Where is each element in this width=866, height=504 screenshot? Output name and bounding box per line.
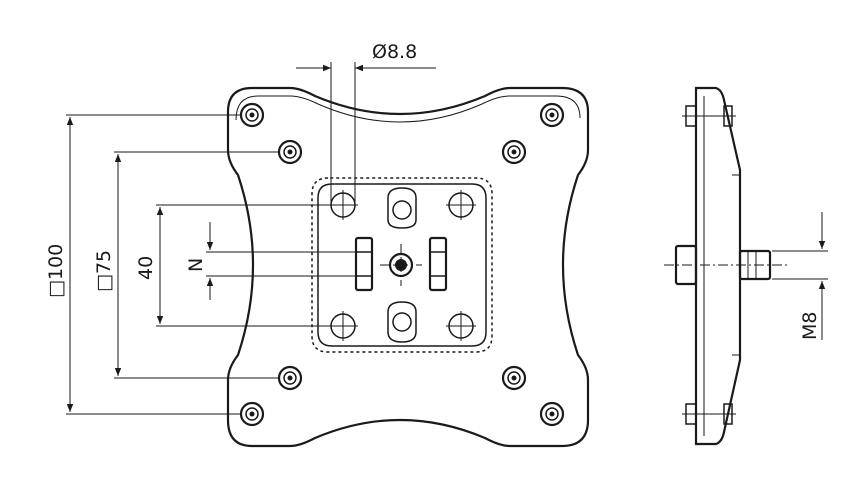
hole-75-top-right [501, 139, 527, 165]
side-plate-outline [694, 86, 742, 446]
adapter-hole-top-left [328, 190, 358, 220]
side-stud-bottom [682, 403, 736, 425]
adapter-hole-bottom-left [328, 311, 358, 341]
center-thread [380, 244, 422, 286]
adapter-plate-outline [311, 177, 493, 353]
adapter-hole-top-right [446, 190, 476, 220]
adapter-hole-bottom-right [446, 311, 476, 341]
front-view [226, 86, 590, 448]
keyhole-top [387, 187, 417, 229]
hole-75-bottom-right [501, 365, 527, 391]
label-adapter-spacing: 40 [135, 256, 157, 280]
label-thread-size: M8 [799, 312, 821, 340]
hole-100-top-left [239, 102, 265, 128]
side-view [664, 86, 828, 446]
side-center-bolt [664, 244, 790, 286]
hole-75-top-left [277, 139, 303, 165]
hole-100-bottom-left [239, 401, 265, 427]
adapter-plate-inner [317, 183, 487, 347]
slot-left [354, 236, 374, 292]
label-inner-square: □75 [93, 250, 115, 292]
vesa-plate-outline [226, 86, 590, 448]
plate-recess-outline [235, 95, 581, 123]
keyhole-bottom [387, 301, 417, 343]
dimension-lines [66, 62, 436, 415]
hole-100-top-right [539, 102, 565, 128]
hole-75-bottom-left [277, 365, 303, 391]
label-slot-spacing: N [185, 258, 207, 272]
label-hole-diameter: Ø8.8 [372, 41, 417, 63]
hole-100-bottom-right [539, 401, 565, 427]
slot-right [428, 236, 448, 292]
side-stud-top [682, 105, 736, 127]
label-outer-square: □100 [45, 244, 67, 298]
